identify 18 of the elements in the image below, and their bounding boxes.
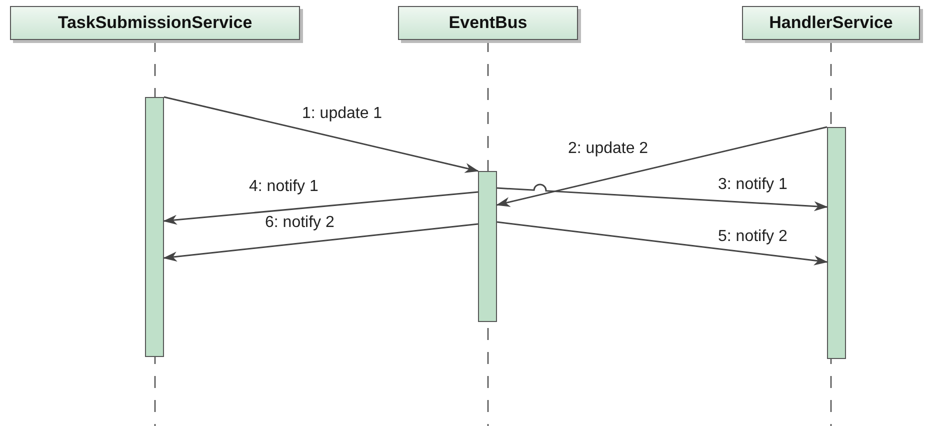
message-arrow — [164, 96, 479, 173]
edge-label: 2: update 2 — [566, 140, 650, 158]
message-arrow — [163, 191, 478, 225]
message-arrow — [496, 184, 828, 212]
lifeline-header: HandlerService — [742, 6, 920, 40]
edge-label: 5: notify 2 — [716, 228, 790, 246]
message-arrow — [496, 126, 828, 207]
lifeline-header: EventBus — [398, 6, 578, 40]
edge-label: 4: notify 1 — [247, 178, 320, 196]
activation-bar — [145, 97, 164, 357]
edge-label: 1: update 1 — [300, 105, 384, 123]
activation-bar — [478, 171, 497, 322]
edge-label: 6: notify 2 — [263, 214, 336, 232]
message-arrow — [496, 221, 828, 266]
lifeline-header: TaskSubmissionService — [10, 6, 300, 40]
edge-label: 3: notify 1 — [716, 176, 790, 194]
activation-bar — [827, 127, 846, 359]
message-arrow — [163, 223, 478, 262]
